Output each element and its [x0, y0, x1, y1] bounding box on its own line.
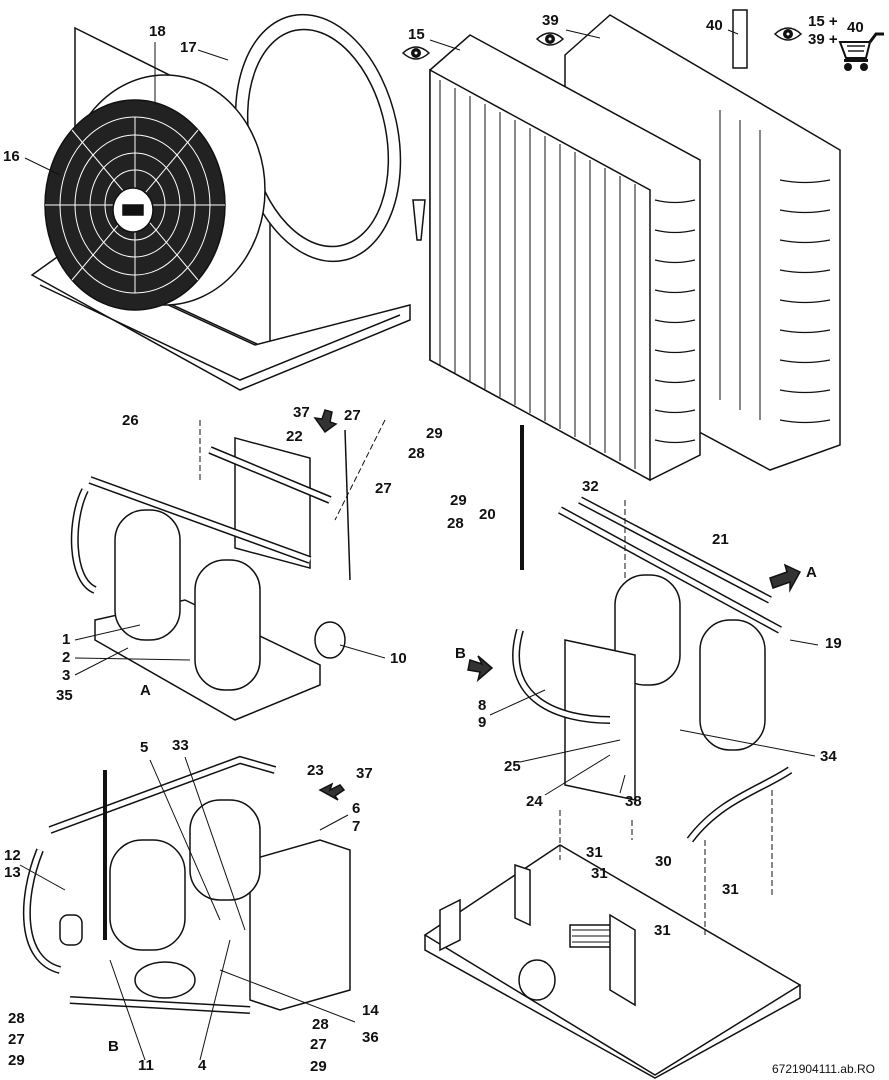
callout-5: 5 [140, 739, 149, 756]
callout-31: 31 [722, 881, 739, 898]
callout-7: 7 [352, 818, 361, 835]
arrow-B [467, 655, 494, 683]
callout-combo-15: 15 + [808, 13, 838, 30]
callout-32: 32 [582, 478, 599, 495]
callout-17: 17 [180, 39, 197, 56]
callout-29: 29 [450, 492, 467, 509]
callout-10: 10 [390, 650, 407, 667]
coil-pin [412, 199, 426, 241]
callout-29: 29 [310, 1058, 327, 1075]
callout-13: 13 [4, 864, 21, 881]
callout-27: 27 [310, 1036, 327, 1053]
callout-9: 9 [478, 714, 487, 731]
base-frame [423, 844, 802, 1079]
condenser-coils [412, 9, 841, 482]
callout-6: 6 [352, 800, 361, 817]
callout-16: 16 [3, 148, 20, 165]
callout-combo-39: 39 + [808, 31, 838, 48]
bracket-40 [732, 9, 748, 69]
arrow-A [769, 563, 802, 593]
callout-24: 24 [526, 793, 543, 810]
callout-28: 28 [447, 515, 464, 532]
callout-12: 12 [4, 847, 21, 864]
view-label-B: B [108, 1038, 119, 1055]
callout-27: 27 [375, 480, 392, 497]
compressor-unit-bottom-left [22, 755, 351, 1014]
arrow-37a [313, 409, 338, 434]
callout-27: 27 [344, 407, 361, 424]
callout-35: 35 [56, 687, 73, 704]
callout-25: 25 [504, 758, 521, 775]
callout-18: 18 [149, 23, 166, 40]
callout-36: 36 [362, 1029, 379, 1046]
callout-40: 40 [706, 17, 723, 34]
callout-2: 2 [62, 649, 71, 666]
callout-3: 3 [62, 667, 71, 684]
callout-combo-40: 40 [847, 19, 864, 36]
callout-8: 8 [478, 697, 487, 714]
callout-34: 34 [820, 748, 837, 765]
arrow-37b [318, 782, 346, 801]
callout-14: 14 [362, 1002, 379, 1019]
callout-33: 33 [172, 737, 189, 754]
callout-29: 29 [426, 425, 443, 442]
callout-28: 28 [8, 1010, 25, 1027]
callout-39: 39 [542, 12, 559, 29]
fan-assembly [30, 13, 411, 391]
compressor-unit-top-left [70, 429, 351, 721]
callout-26: 26 [122, 412, 139, 429]
callout-21: 21 [712, 531, 729, 548]
view-label-A: A [806, 564, 817, 581]
callout-4: 4 [198, 1057, 207, 1074]
callout-37: 37 [293, 404, 310, 421]
callout-19: 19 [825, 635, 842, 652]
callout-23: 23 [307, 762, 324, 779]
callout-31: 31 [654, 922, 671, 939]
callout-27: 27 [8, 1031, 25, 1048]
view-label-A: A [140, 682, 151, 699]
compressor-unit-right [512, 425, 793, 843]
callout-28: 28 [312, 1016, 329, 1033]
callout-29: 29 [8, 1052, 25, 1069]
eye-icon [402, 46, 430, 60]
callout-15: 15 [408, 26, 425, 43]
callout-31: 31 [586, 844, 603, 861]
eye-icon [536, 32, 564, 46]
callout-37: 37 [356, 765, 373, 782]
eye-icon [774, 27, 802, 41]
callout-30: 30 [655, 853, 672, 870]
callout-11: 11 [138, 1057, 154, 1074]
callout-28: 28 [408, 445, 425, 462]
callout-1: 1 [62, 631, 71, 648]
drawing-reference-number: 6721904111.ab.RO [772, 1062, 875, 1076]
callout-38: 38 [625, 793, 642, 810]
shopping-cart-icon [838, 32, 884, 71]
callout-22: 22 [286, 428, 303, 445]
callout-31: 31 [591, 865, 608, 882]
view-label-B: B [455, 645, 466, 662]
callout-20: 20 [479, 506, 496, 523]
